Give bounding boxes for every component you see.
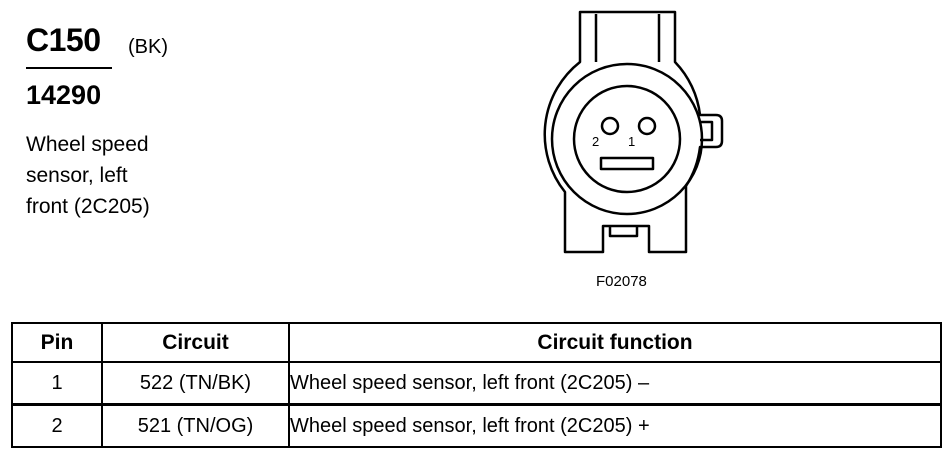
housing-outline — [543, 10, 724, 254]
cell-function: Wheel speed sensor, left front (2C205) + — [288, 403, 942, 448]
header-circuit-function: Circuit function — [288, 322, 942, 363]
cell-pin: 1 — [11, 361, 103, 406]
cell-function: Wheel speed sensor, left front (2C205) – — [288, 361, 942, 406]
pin-label-1: 1 — [628, 134, 635, 149]
cell-circuit: 522 (TN/BK) — [101, 361, 290, 406]
description-line: front (2C205) — [26, 195, 150, 218]
connector-face-diagram: 2 1 — [543, 10, 724, 254]
key-slot — [599, 156, 655, 171]
table-row: 2 521 (TN/OG) Wheel speed sensor, left f… — [11, 403, 942, 448]
connector-color-code: (BK) — [128, 36, 168, 58]
cell-pin: 2 — [11, 403, 103, 448]
header-pin: Pin — [11, 322, 103, 363]
connector-id: C150 — [26, 22, 101, 58]
table-row: 1 522 (TN/BK) Wheel speed sensor, left f… — [11, 361, 942, 406]
part-number: 14290 — [26, 80, 102, 110]
housing-inner-channel — [594, 14, 661, 62]
locking-tab — [700, 120, 714, 142]
header-circuit: Circuit — [101, 322, 290, 363]
figure-code: F02078 — [596, 273, 647, 290]
connector-description: Wheel speed sensor, left front (2C205) — [26, 129, 226, 222]
cell-circuit: 521 (TN/OG) — [101, 403, 290, 448]
terminal-2 — [600, 116, 620, 136]
title-underline — [26, 67, 112, 69]
description-line: sensor, left — [26, 164, 128, 187]
connector-face — [572, 84, 682, 194]
bottom-latch — [608, 226, 639, 238]
outer-ring — [550, 62, 704, 216]
pin-label-2: 2 — [592, 134, 599, 149]
terminal-1 — [637, 116, 657, 136]
pinout-table: Pin Circuit Circuit function 1 522 (TN/B… — [11, 322, 942, 448]
description-line: Wheel speed — [26, 133, 149, 156]
table-header-row: Pin Circuit Circuit function — [11, 322, 942, 363]
